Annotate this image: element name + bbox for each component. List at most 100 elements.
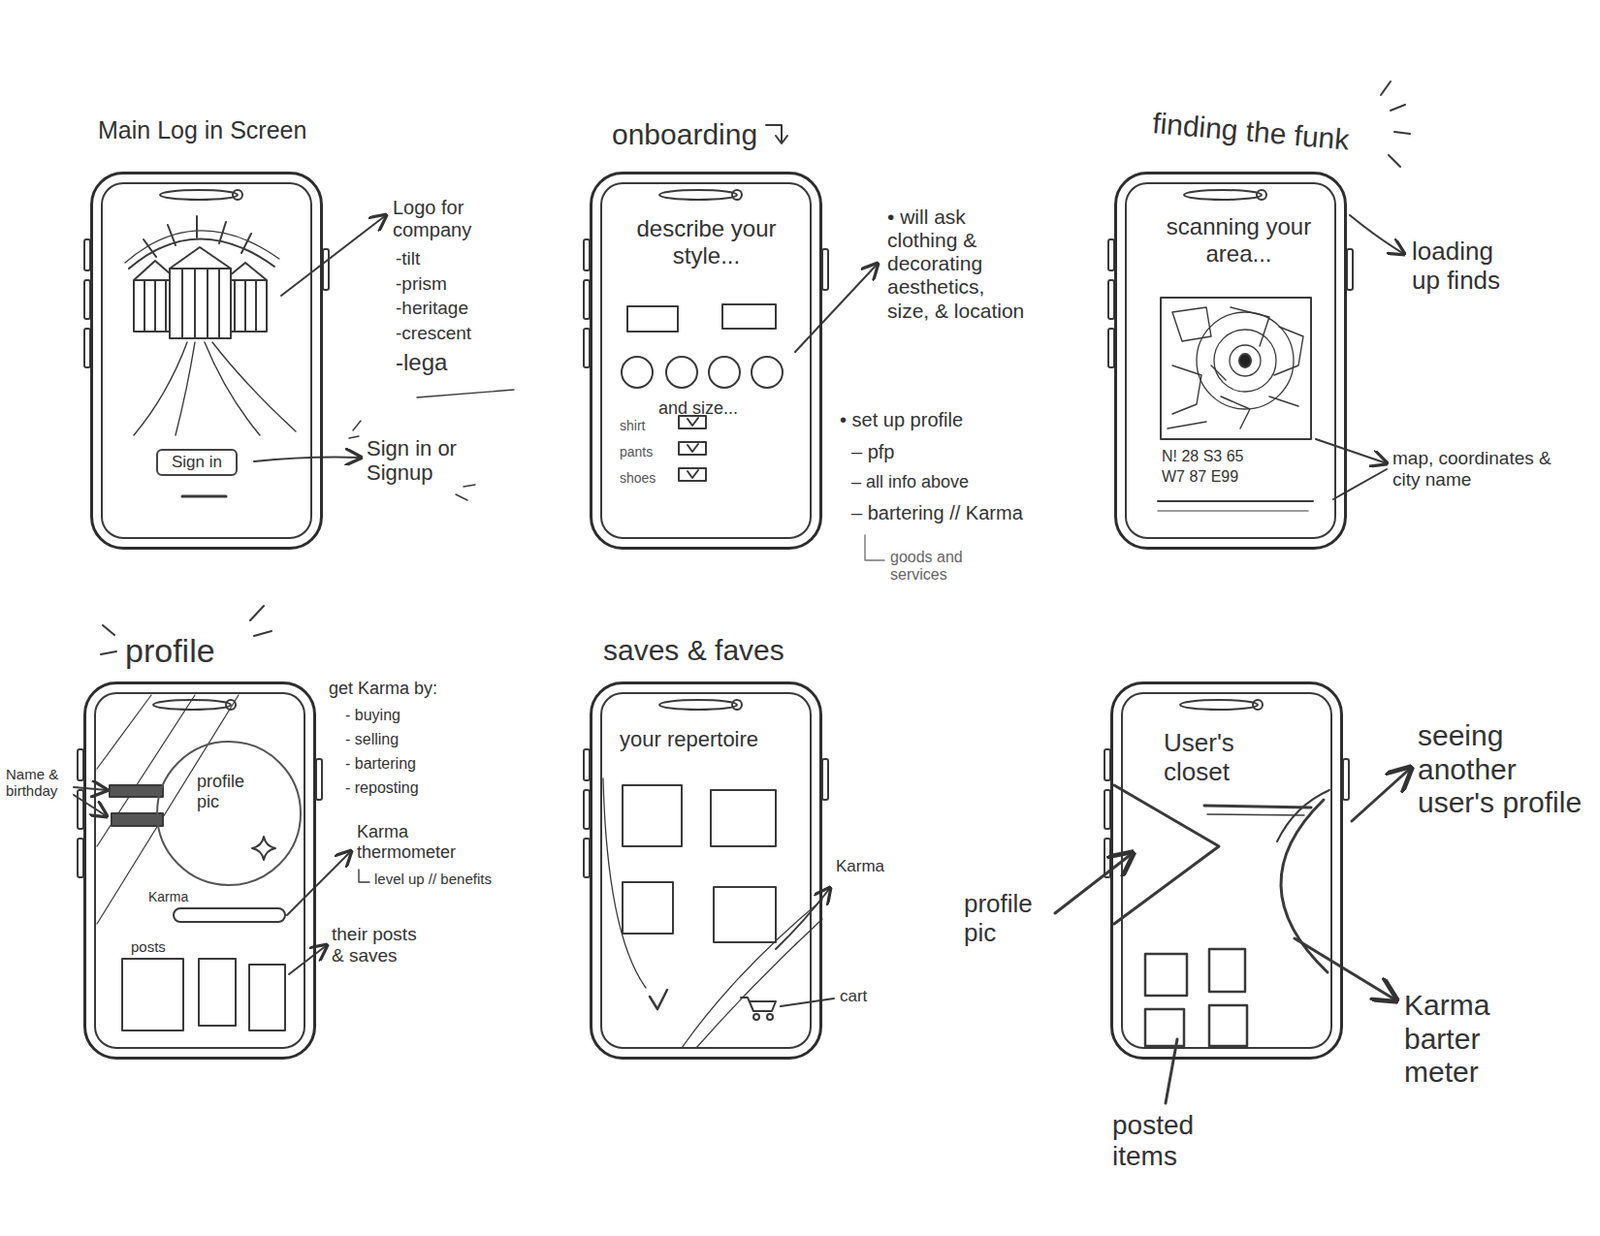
button-label: Sign in [171, 452, 223, 473]
annotation-note: Sign in or Signup [366, 436, 483, 486]
post-thumb [198, 959, 236, 1026]
phone-screen: onboardingdescribe your style...and size… [589, 171, 823, 550]
annotation-note: -heritage [395, 297, 469, 320]
style-circle [621, 356, 653, 388]
sparkle [252, 836, 276, 861]
saved-item [622, 785, 682, 847]
posted-item [1209, 949, 1246, 992]
logo-road [133, 342, 296, 436]
karma-meter-arc [1277, 790, 1330, 842]
annotation-note: - reposting [345, 779, 419, 798]
sketch-strokes [73, 81, 1411, 1104]
screen-line [1157, 510, 1309, 512]
map-ring [1214, 329, 1277, 392]
annotation-note: cart [839, 987, 867, 1007]
phone-frame [583, 183, 829, 539]
post-thumb [249, 964, 286, 1031]
phone-frame [1104, 693, 1349, 1049]
size-field: pants [619, 444, 653, 460]
cart-icon [740, 997, 776, 1012]
check-mark [687, 417, 699, 426]
input-box [722, 304, 776, 329]
annotation-note: - buying [345, 706, 401, 725]
screen-title: your repertoire [619, 727, 809, 752]
annotation-note: – bartering // Karma [851, 502, 1024, 525]
size-field: shirt [619, 417, 645, 434]
phone-frame [583, 693, 829, 1049]
phone-screen: saves & favesyour repertoire [589, 681, 823, 1060]
circle-label: profile pic [196, 771, 270, 812]
leader-arrow [1351, 768, 1411, 822]
input-box [627, 306, 678, 332]
coordinates: N! 28 S3 65 [1161, 448, 1245, 466]
annotation-note: • will ask clothing & decorating aesthet… [887, 205, 1028, 323]
logo-tower [169, 247, 231, 339]
screen-heading: Main Log in Screen [97, 116, 307, 145]
posted-item [1145, 954, 1187, 996]
screen-line [1157, 500, 1313, 503]
cart-wheel [753, 1014, 760, 1021]
underline [416, 389, 514, 398]
saves-sketch [603, 778, 823, 1049]
sign-in-button: Sign in [156, 448, 238, 477]
leader-arrow [281, 215, 386, 296]
phone-screen: finding the funkscanning your area...N! … [1114, 171, 1347, 550]
phone-frame [1108, 183, 1353, 539]
leader-arrow [795, 263, 878, 352]
annotation-note: – pfp [851, 441, 895, 464]
screen-heading: onboarding [611, 118, 758, 153]
location-dot [1239, 353, 1251, 368]
map-ring [1229, 345, 1261, 377]
cart-wheel [767, 1014, 773, 1021]
post-thumb [122, 959, 184, 1031]
home-bar [182, 495, 226, 499]
leader-arrow [73, 795, 107, 817]
onboarding-widgets [621, 125, 788, 481]
screen-prompt: describe your style... [631, 215, 782, 269]
karma-thermometer [173, 908, 286, 923]
screen-prompt: and size... [658, 398, 738, 419]
closet-sketch [1114, 785, 1330, 1047]
style-circle [751, 356, 783, 388]
screen-heading: profile [125, 632, 216, 671]
field-label: Karma [148, 889, 189, 905]
annotation-note: goods and services [890, 548, 988, 585]
saved-item [710, 790, 776, 847]
annotation-note: map, coordinates & city name [1392, 448, 1577, 491]
annotation-note: Name & birthday [5, 766, 72, 800]
heading-curl-arrow [766, 125, 788, 144]
annotation-note: -lega [395, 349, 448, 377]
heading-rays [1380, 81, 1410, 167]
phone-screen: profile picprofileKarmaposts [83, 681, 317, 1060]
profile-sketch [96, 695, 286, 1031]
annotation-note: -crescent [395, 322, 472, 345]
leader-arrow [1315, 439, 1387, 464]
size-checkbox [678, 468, 706, 481]
coordinates: W7 87 E99 [1161, 468, 1239, 486]
check-mark [687, 444, 699, 452]
annotation-note: - selling [345, 731, 399, 749]
leader-line [780, 998, 834, 1007]
screen-title: User's closet [1163, 729, 1271, 788]
area-map [1157, 297, 1313, 512]
underline [1207, 814, 1305, 816]
annotation-note: Karma thermometer [356, 822, 469, 863]
annotation-note: level up // benefits [374, 870, 492, 888]
leader-arrow [287, 851, 352, 916]
annotation-note: posted items [1112, 1110, 1258, 1173]
logo-sketch [125, 216, 296, 497]
screen-prompt: scanning your area... [1153, 213, 1324, 267]
swoosh [603, 778, 646, 989]
field-label: posts [130, 938, 166, 956]
annotation-note: • set up profile [839, 409, 963, 432]
phone-frame [84, 183, 329, 539]
leader-arrow [1055, 853, 1133, 914]
phone-screen: Sign inMain Log in Screen [90, 171, 323, 550]
profile-pic-circle: profile pic [156, 740, 302, 887]
check-icon [649, 990, 668, 1010]
leader-arrow [254, 457, 361, 463]
screen-heading: finding the funk [1151, 106, 1351, 158]
annotation-note: - bartering [345, 755, 416, 773]
